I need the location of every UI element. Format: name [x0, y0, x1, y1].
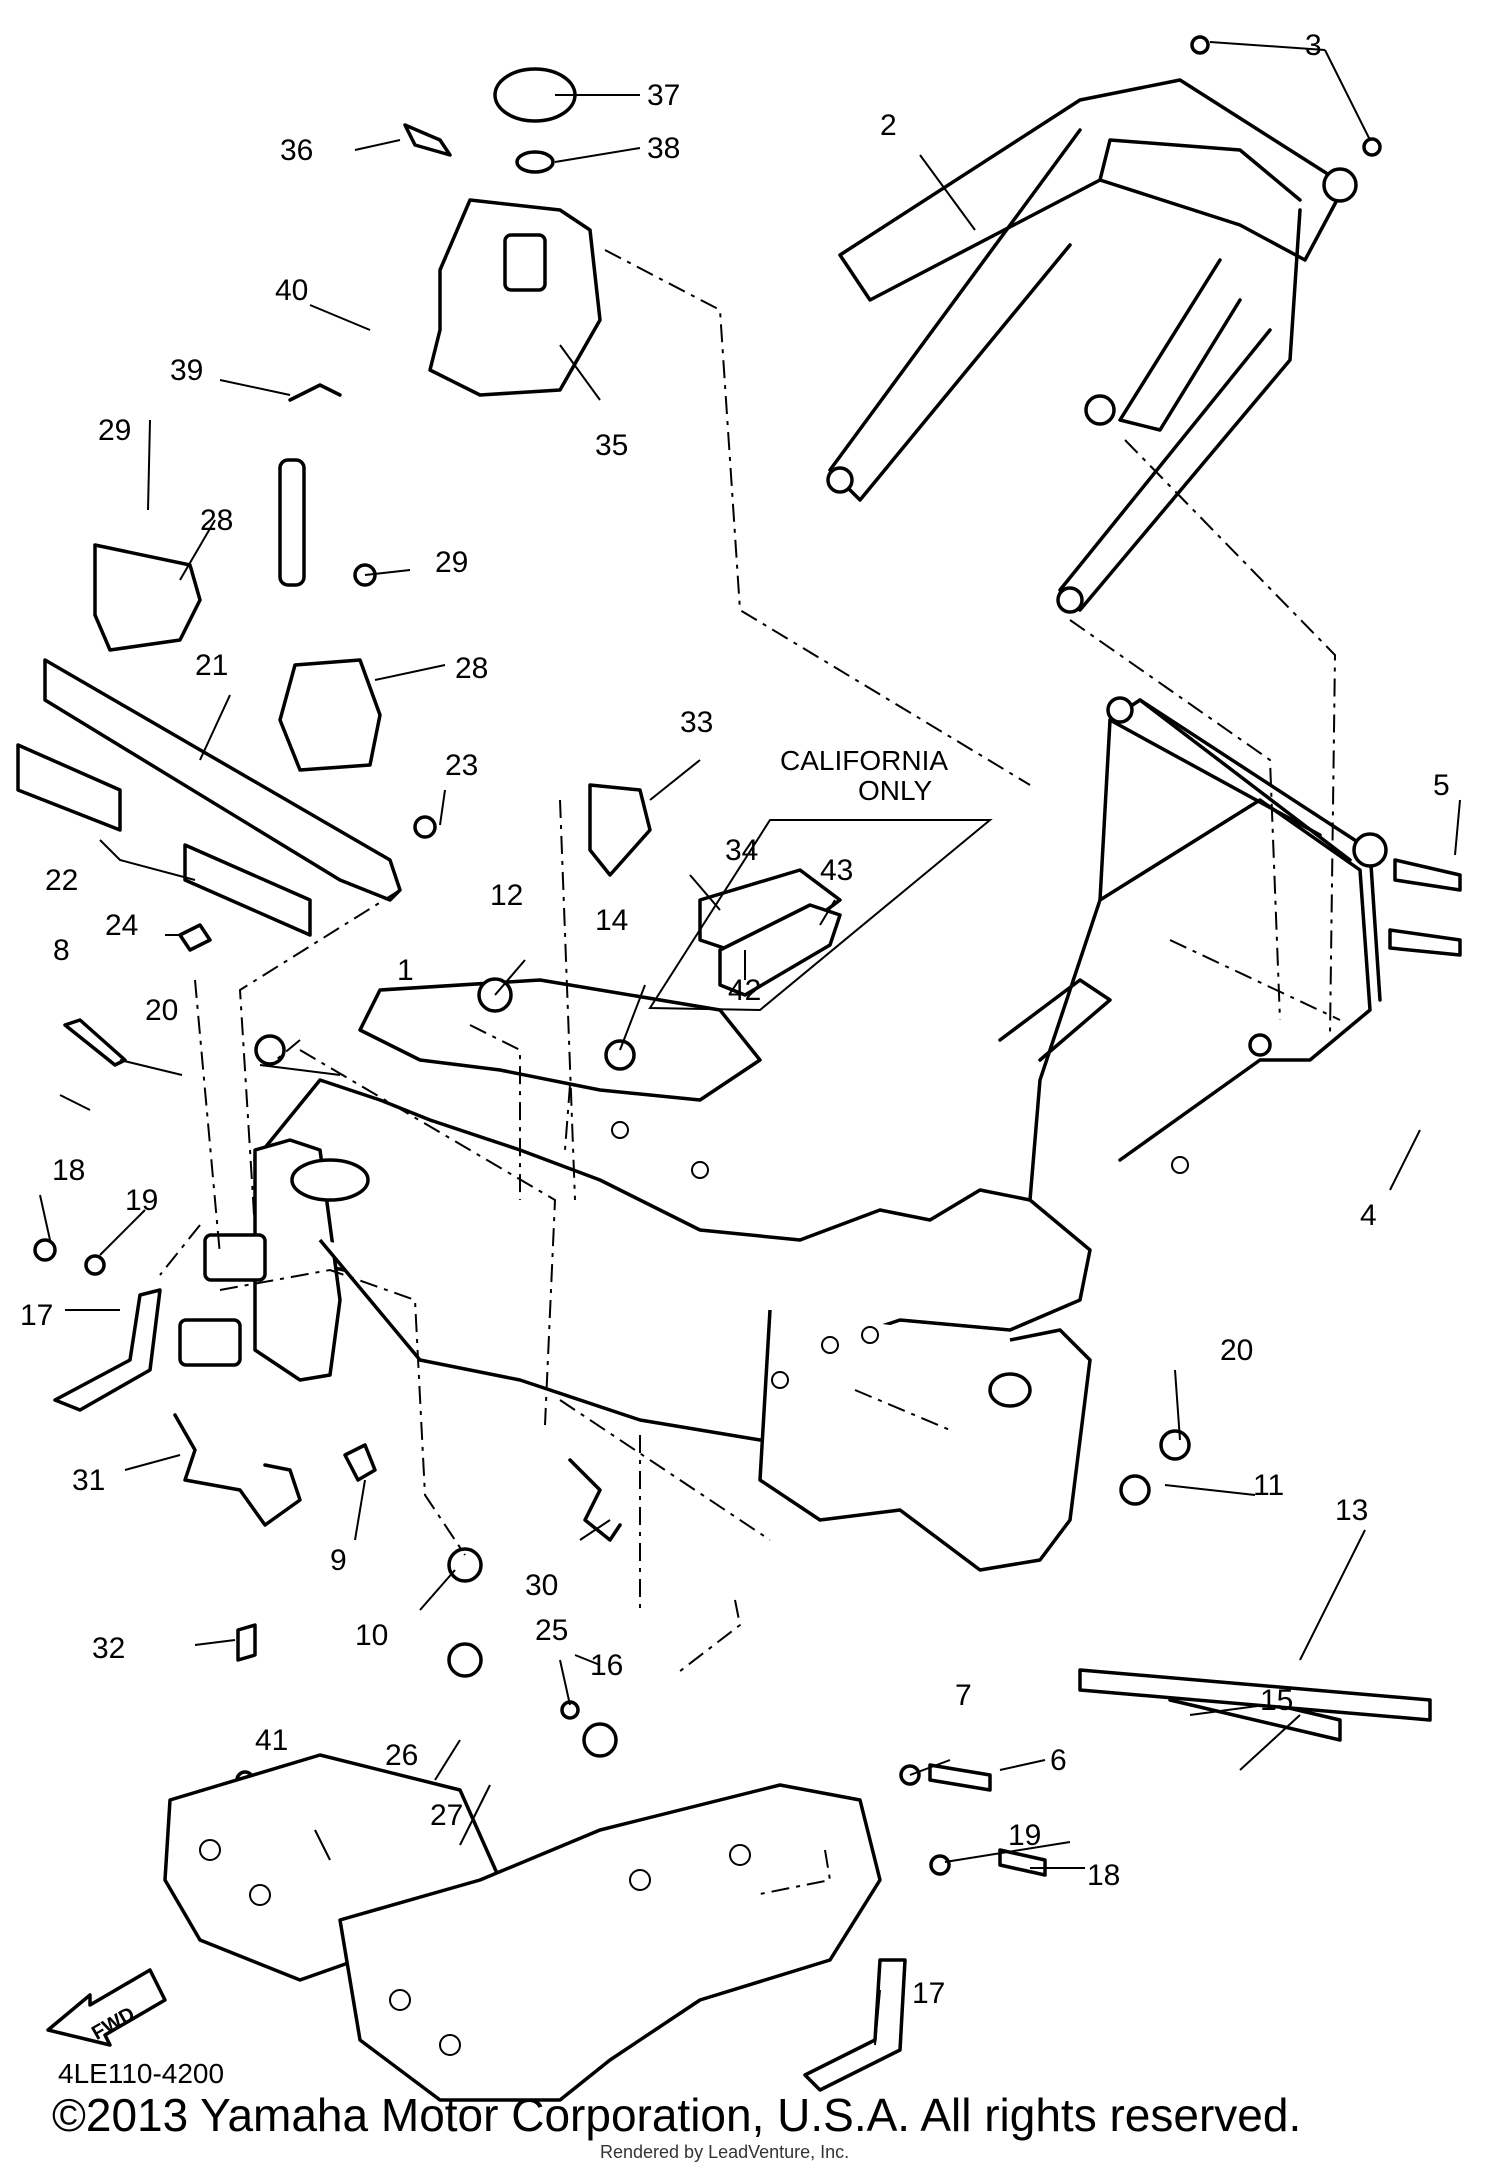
label-38: 38 [647, 132, 680, 165]
label-19b: 19 [1008, 1819, 1041, 1852]
rendered-by-notice: Rendered by LeadVenture, Inc. [600, 2142, 850, 2162]
label-15: 15 [1260, 1684, 1293, 1717]
california-callout-box [648, 819, 993, 1012]
label-8: 8 [53, 934, 70, 967]
label-24: 24 [105, 909, 138, 942]
california-label-line2: ONLY [858, 775, 932, 806]
label-4: 4 [1360, 1199, 1377, 1232]
forward-arrow: FWD [46, 1968, 167, 2047]
label-3: 3 [1305, 29, 1322, 62]
label-17a: 17 [20, 1299, 53, 1332]
side-panels [16, 543, 842, 962]
wire-harness-clamp [173, 1413, 302, 1527]
label-12: 12 [490, 879, 523, 912]
wire-clamp-30 [568, 1458, 622, 1542]
label-26: 26 [385, 1739, 418, 1772]
label-43: 43 [820, 854, 853, 887]
assembly-lines [159, 249, 1341, 1896]
label-41: 41 [255, 1724, 288, 1757]
california-bracket [718, 903, 842, 997]
label-40: 40 [275, 274, 308, 307]
label-28b: 28 [455, 652, 488, 685]
label-28a: 28 [200, 504, 233, 537]
label-29b: 29 [435, 546, 468, 579]
label-18b: 18 [1087, 1859, 1120, 1892]
diagram-code: 4LE110-4200 [58, 2058, 224, 2089]
label-19a: 19 [125, 1184, 158, 1217]
label-36: 36 [280, 134, 313, 167]
label-29a: 29 [98, 414, 131, 447]
label-30: 30 [525, 1569, 558, 1602]
part-labels: 37 38 36 3 2 40 39 35 29 28 29 28 21 23 … [20, 29, 1450, 2089]
label-1: 1 [397, 954, 414, 987]
label-17b: 17 [912, 1977, 945, 2010]
label-10: 10 [355, 1619, 388, 1652]
label-32: 32 [92, 1632, 125, 1665]
label-20a: 20 [145, 994, 178, 1027]
label-42: 42 [728, 974, 761, 1007]
under-cowl [163, 1753, 882, 2102]
label-27: 27 [430, 1799, 463, 1832]
label-5: 5 [1433, 769, 1450, 802]
label-14: 14 [595, 904, 628, 937]
copyright-notice: ©2013 Yamaha Motor Corporation, U.S.A. A… [52, 2089, 1302, 2141]
label-35: 35 [595, 429, 628, 462]
label-11: 11 [1253, 1469, 1284, 1502]
label-20b: 20 [1220, 1334, 1253, 1367]
label-25: 25 [535, 1614, 568, 1647]
label-34: 34 [725, 834, 758, 867]
main-frame [178, 696, 1388, 1572]
hardware-set [33, 35, 1462, 1877]
label-37: 37 [647, 79, 680, 112]
engine-hanger-left [53, 1288, 162, 1412]
label-18a: 18 [52, 1154, 85, 1187]
label-16: 16 [590, 1649, 623, 1682]
label-6: 6 [1050, 1744, 1067, 1777]
engine-hanger-right [803, 1958, 907, 2092]
label-33: 33 [680, 706, 713, 739]
label-23: 23 [445, 749, 478, 782]
label-13: 13 [1335, 1494, 1368, 1527]
label-22: 22 [45, 864, 78, 897]
coolant-reservoir [278, 67, 602, 587]
label-7: 7 [955, 1679, 972, 1712]
label-2: 2 [880, 109, 897, 142]
label-9: 9 [330, 1544, 347, 1577]
leader-lines [39, 41, 1461, 2046]
label-39: 39 [170, 354, 203, 387]
california-label-line1: CALIFORNIA [780, 745, 948, 776]
rear-subframe [826, 78, 1358, 614]
label-31: 31 [72, 1464, 105, 1497]
label-21: 21 [195, 649, 228, 682]
